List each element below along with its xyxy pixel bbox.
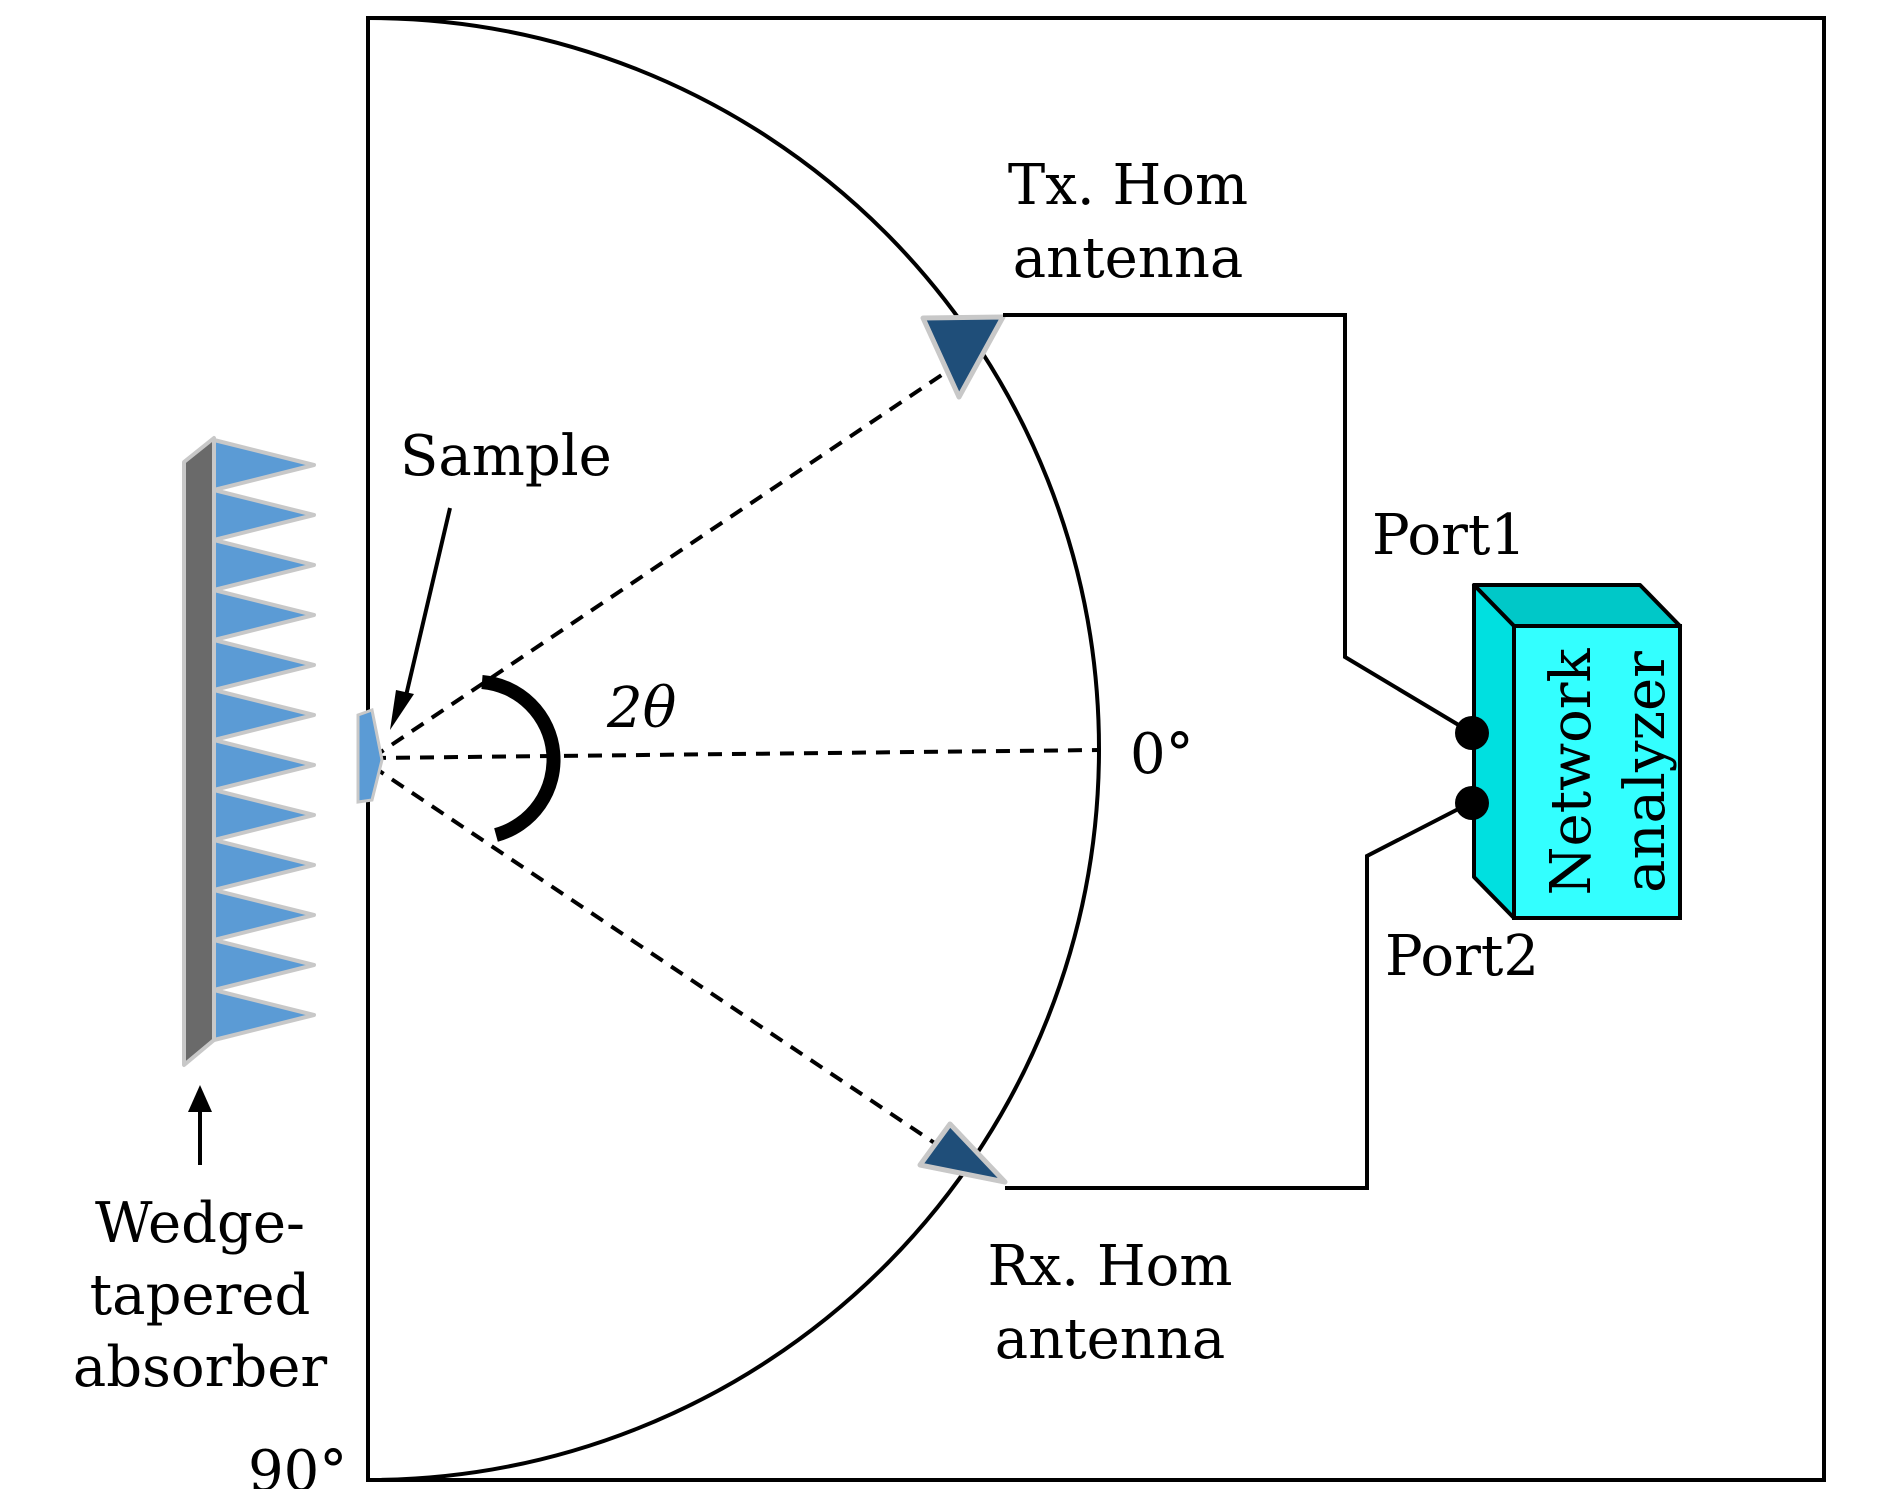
sample-pointer-arrowhead	[390, 690, 414, 730]
analyzer-label-line2: analyzer	[1613, 651, 1678, 893]
ninety-degree-label: 90°	[248, 1439, 347, 1489]
tx-cable	[1003, 313, 1474, 735]
port2-connector	[1455, 786, 1489, 820]
absorber-wedges	[212, 438, 316, 1042]
absorber-wedge	[212, 938, 316, 992]
tx-antenna-label-line2: antenna	[1013, 226, 1244, 291]
network-analyzer-front	[1512, 624, 1682, 920]
sample-pointer-line	[403, 507, 452, 701]
angle-label: 2θ	[606, 676, 676, 741]
rx-horn-antenna	[917, 1121, 1008, 1185]
absorber-pointer-arrowhead	[188, 1085, 212, 1112]
absorber-wedge	[212, 688, 316, 742]
absorber-wedge	[212, 488, 316, 542]
absorber-wedge	[212, 438, 316, 492]
port2-label: Port2	[1385, 924, 1539, 989]
analyzer-label-line1: Network	[1539, 647, 1604, 895]
absorber-label-line1: Wedge-	[95, 1191, 305, 1256]
port1-label: Port1	[1372, 503, 1526, 568]
absorber-wedge	[212, 788, 316, 842]
wedge-tapered-absorber	[182, 436, 316, 1067]
absorber-wedge	[212, 738, 316, 792]
reflected-beam-line	[370, 764, 947, 1152]
absorber-label-line3: absorber	[73, 1335, 327, 1400]
measurement-arc	[367, 16, 1101, 1482]
absorber-wedge	[212, 988, 316, 1042]
zero-degree-label: 0°	[1130, 722, 1194, 787]
sample-plate	[356, 708, 384, 804]
normal-line	[371, 748, 1099, 760]
absorber-label-line2: tapered	[90, 1263, 311, 1328]
tx-horn-antenna	[920, 314, 1006, 400]
incident-beam-line	[370, 364, 957, 760]
rx-cable	[1005, 801, 1471, 1190]
absorber-wedge	[212, 888, 316, 942]
absorber-wedge	[212, 538, 316, 592]
absorber-base	[182, 436, 216, 1067]
rx-antenna-label-line1: Rx. Hom	[988, 1234, 1233, 1299]
network-analyzer-side	[1472, 583, 1516, 920]
absorber-wedge	[212, 838, 316, 892]
absorber-wedge	[212, 588, 316, 642]
tx-antenna-label-line1: Tx. Hom	[1008, 153, 1248, 218]
rx-antenna-label-line2: antenna	[995, 1307, 1226, 1372]
absorber-wedge	[212, 638, 316, 692]
sample-label: Sample	[400, 424, 612, 489]
port1-connector	[1455, 716, 1489, 750]
angle-arc	[481, 675, 561, 842]
